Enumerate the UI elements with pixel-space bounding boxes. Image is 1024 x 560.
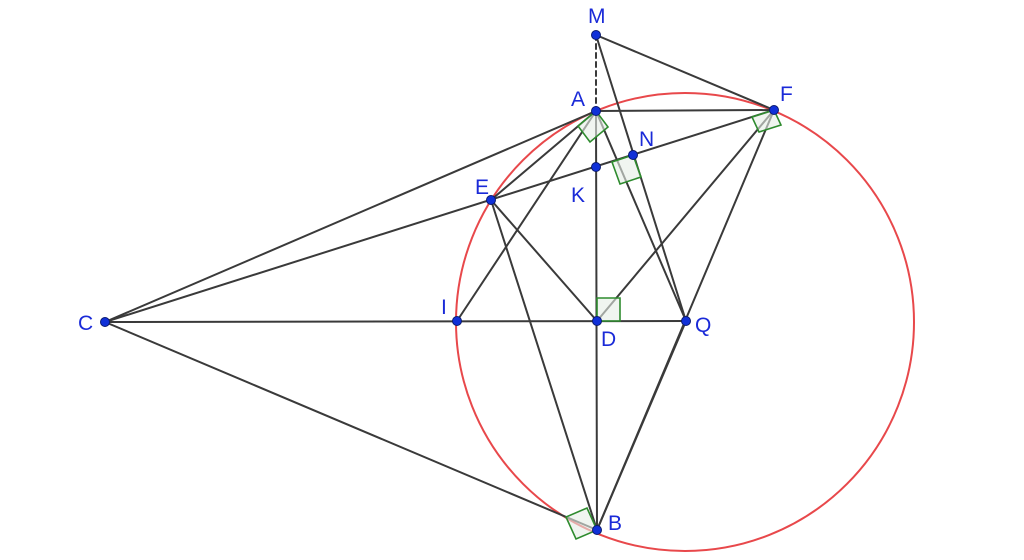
point-K [591,162,601,172]
point-B [592,525,602,535]
segment-ED [490,199,598,322]
segment-CQ [104,320,687,323]
label-I: I [441,296,447,319]
label-E: E [475,176,489,199]
segment-AI [456,110,597,322]
label-Q: Q [695,314,711,337]
segment-AQ [595,110,687,322]
right-angle-marker-D [596,297,621,322]
right-angle-marker-A [576,109,610,144]
label-C: C [78,312,93,335]
point-E [486,195,496,205]
point-C [100,317,110,327]
label-M: M [588,5,606,28]
segment-EB [490,199,598,531]
point-D [592,316,602,326]
segment-CB [104,321,598,531]
label-D: D [601,328,616,351]
point-Q [681,316,691,326]
label-K: K [571,184,585,207]
right-angle-marker-F [750,109,783,133]
point-I [452,316,462,326]
segment-CA [104,110,597,323]
segment-MQ [595,34,687,322]
label-F: F [780,83,793,106]
segment-CF [104,109,775,323]
segment-QB [596,320,687,531]
right-angle-marker-B [564,506,599,541]
segment-FD [596,109,775,322]
label-B: B [608,512,622,535]
point-M [591,30,601,40]
label-N: N [639,128,654,151]
point-A [591,106,601,116]
point-N [628,150,638,160]
segment-AF [595,109,775,112]
right-angle-marker-N [610,153,643,186]
label-A: A [571,88,585,111]
segment-MF [595,34,775,111]
point-F [769,105,779,115]
